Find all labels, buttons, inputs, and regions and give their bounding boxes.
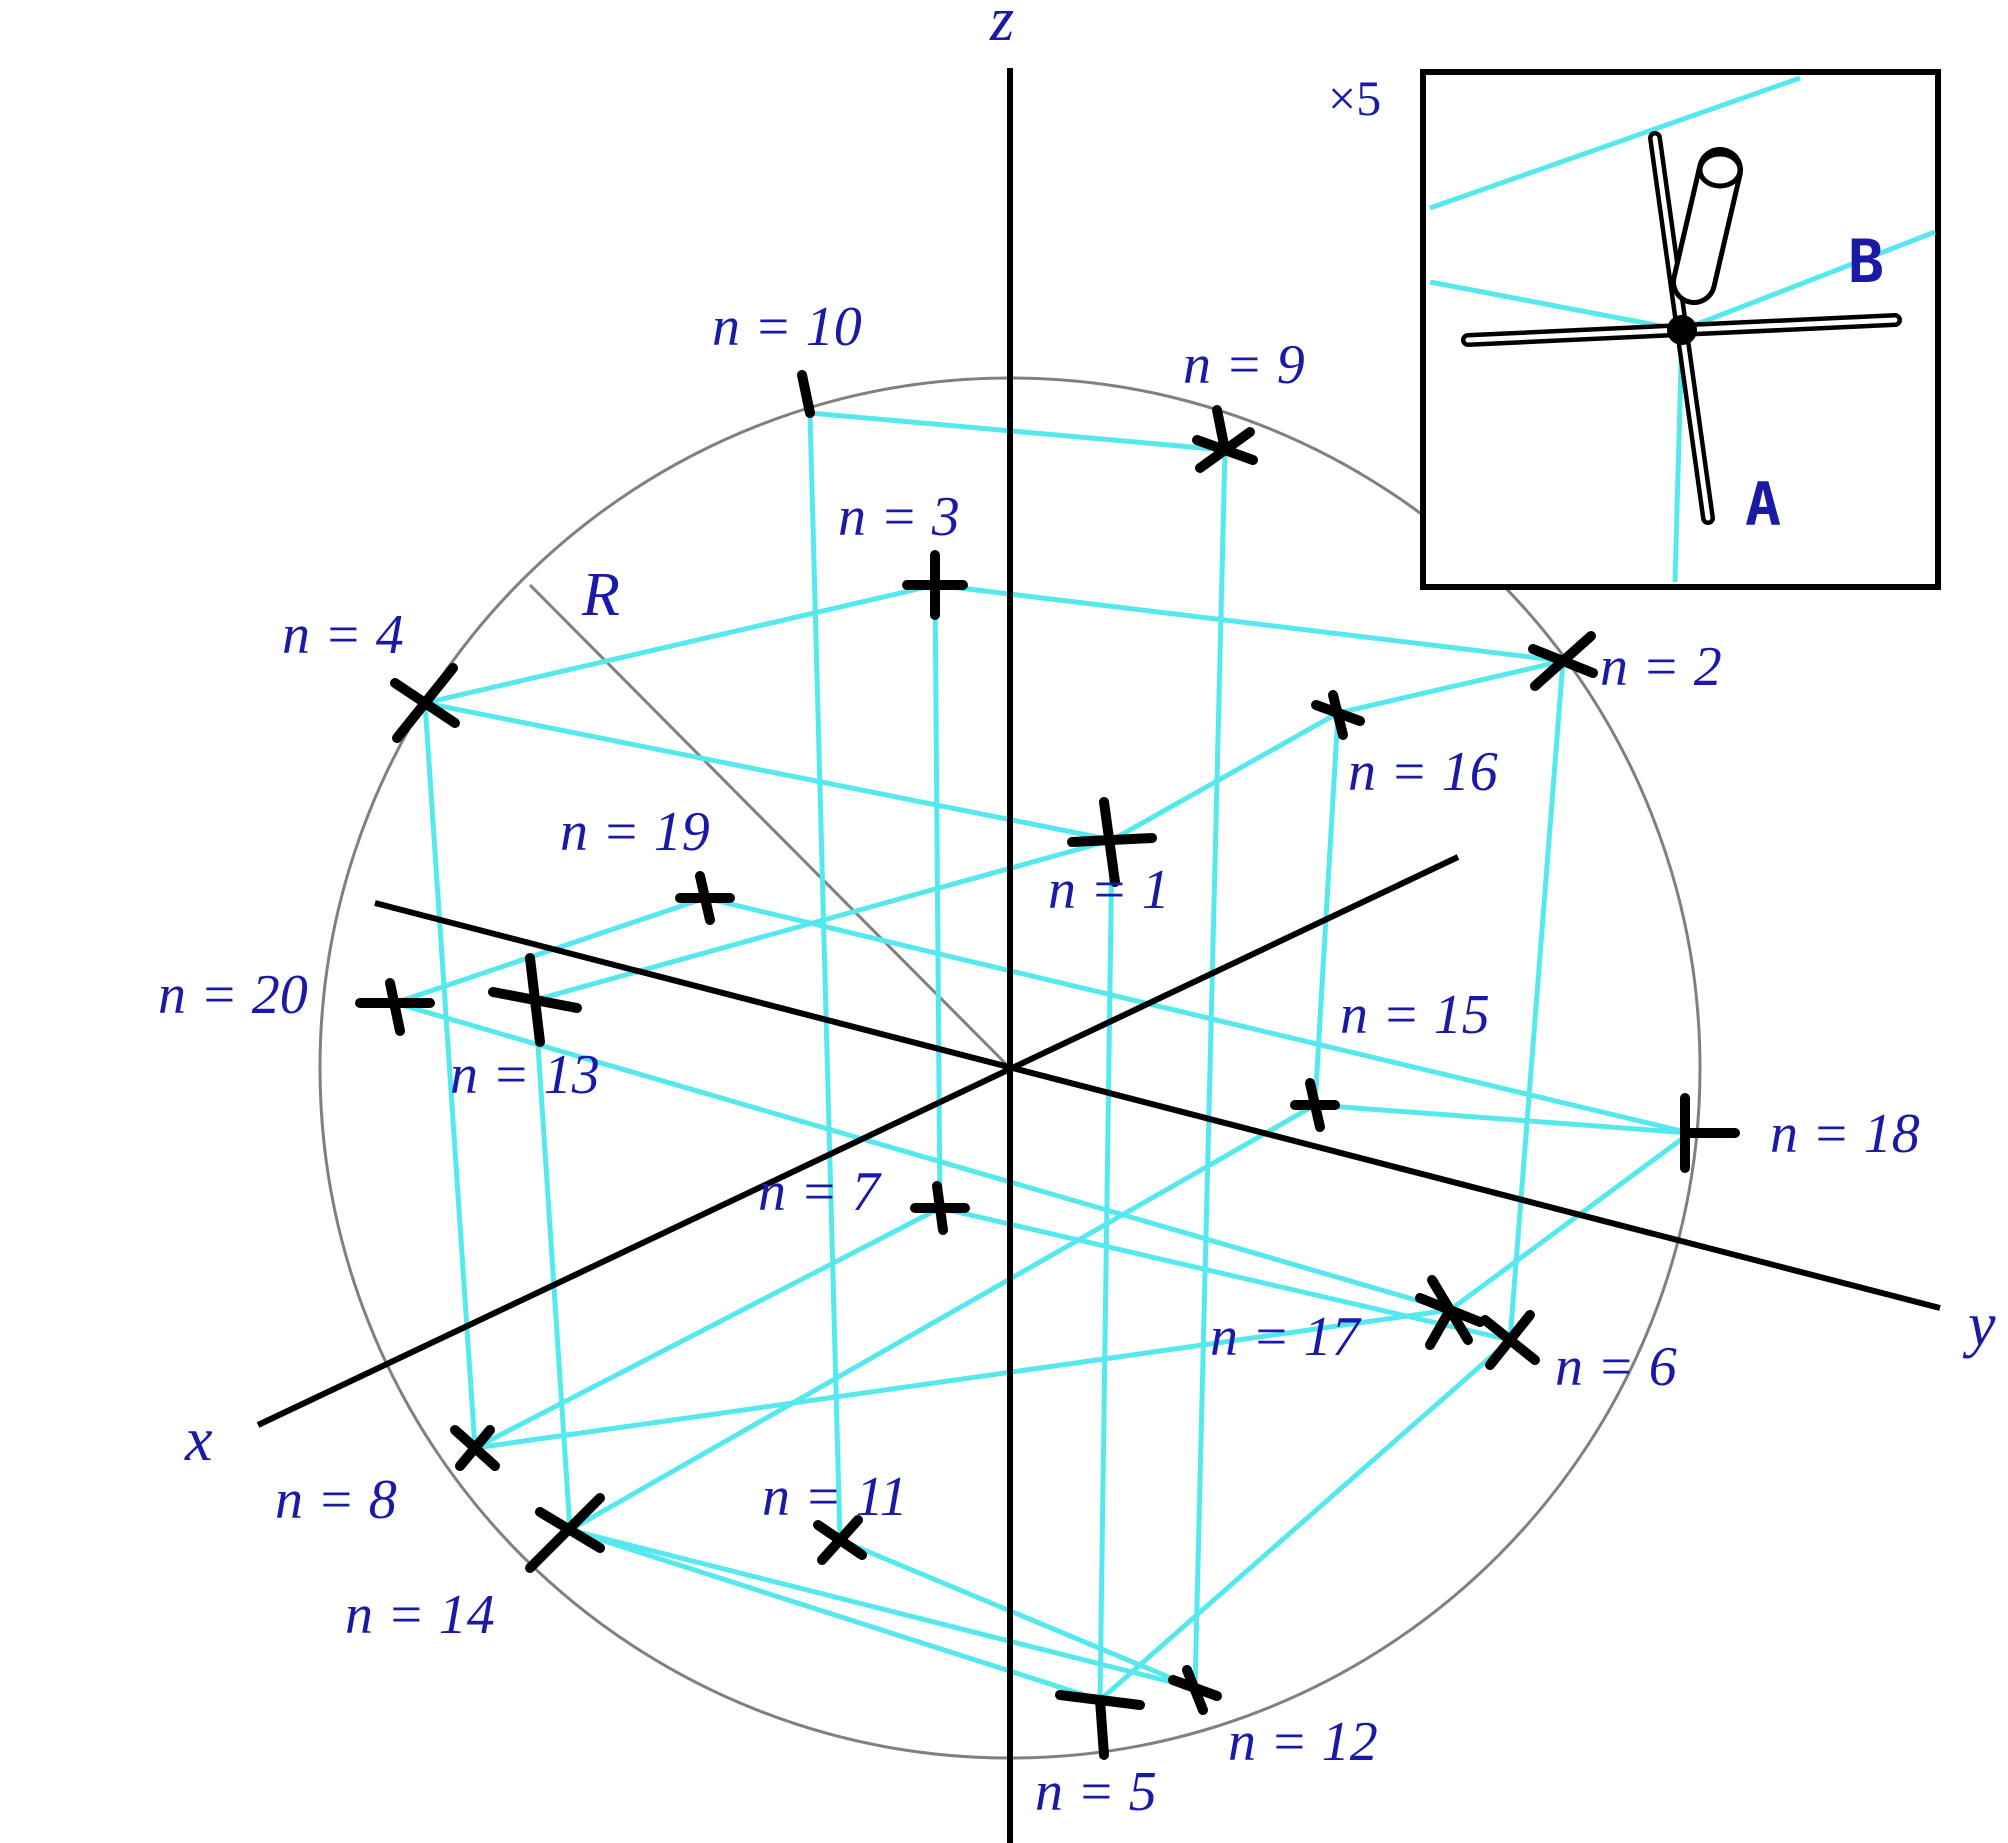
inset-edge [1429,279,1683,333]
vertex-label-n11: n = 11 [762,1466,908,1528]
vertex-marker-n15 [1305,1078,1325,1132]
edge-n1-n5 [1097,837,1115,1703]
vertex-marker-n16 [1328,690,1348,740]
edge-n5-n6 [1097,1337,1513,1703]
inset-edge [1681,229,1936,333]
inset-cylinder-top [1697,151,1743,189]
inset-label-a: A [1745,470,1781,540]
vertex-label-n19: n = 19 [560,801,710,863]
vertex-label-n3: n = 3 [838,486,960,548]
coordinate-axes [256,68,1941,1843]
vertex-labels: n = 1 n = 2 n = 3 n = 4 n = 5 n = 6 n = 7 n = 8… [158,296,1920,1823]
vertex-label-n5: n = 5 [1035,1761,1157,1823]
edge-n4-n3 [422,582,938,706]
edge-n13-n14 [532,997,573,1533]
edge-n10-n11 [807,410,843,1543]
edge-n1-n16 [1109,710,1341,843]
edge-n16-n2 [1335,658,1566,716]
vertex-marker-n11 [817,1515,863,1565]
vertex-marker-n14 [525,1493,605,1573]
vertex-marker-n17 [1425,1305,1455,1350]
vertex-label-n1: n = 1 [1048,859,1170,921]
edge-n18-n15 [1312,1102,1693,1136]
vertex-label-n7: n = 7 [758,1161,882,1223]
vertex-marker-n20 [385,978,405,1036]
edge-n8-n17 [472,1307,1453,1451]
edge-n3-n2 [932,582,1566,664]
edge-n19-n18 [702,895,1693,1136]
edge-n20-n17 [392,1000,1453,1313]
y-axis-label: y [1962,1291,1996,1359]
inset-panel: ×5 A B [1328,69,1941,590]
edge-n15-n16 [1312,710,1341,1108]
vertex-marker-n19 [695,871,715,925]
inset-center [1667,315,1697,345]
edge-n12-n14 [567,1527,1198,1691]
vertex-label-n14: n = 14 [345,1584,495,1646]
vertex-label-n13: n = 13 [450,1044,600,1106]
vertex-label-n17: n = 17 [1210,1306,1362,1368]
inset-frame [1420,69,1941,590]
vertex-marker-n13 [525,953,545,1047]
edge-n2-n6 [1507,658,1566,1343]
z-axis-label: z [989,0,1014,54]
x-axis-label: x [184,1406,213,1474]
vertex-label-n4: n = 4 [282,604,404,666]
polyhedron-edges [392,410,1693,1703]
vertex-marker-n1 [1099,797,1120,887]
edge-n7-n3 [932,582,943,1211]
inset-magnification: ×5 [1328,70,1381,126]
x-axis [256,854,1460,1428]
vertex-label-n15: n = 15 [1340,984,1490,1046]
vertex-marker-n5 [1095,1695,1109,1760]
edge-n9-n12 [1192,447,1228,1691]
radius-line [528,583,1012,1070]
vertex-marker-n12 [1182,1665,1208,1715]
inset-cylinder [1676,152,1738,300]
radius-label: R [581,561,620,629]
edge-n17-n18 [1447,1130,1693,1313]
vertex-markers [355,370,1740,1760]
vertex-label-n16: n = 16 [1348,741,1498,803]
edge-n11-n12 [837,1537,1198,1691]
inset-edge [1429,75,1801,211]
vertex-marker-n10 [797,370,815,418]
vertex-label-n2: n = 2 [1600,636,1722,698]
vertex-label-n9: n = 9 [1183,334,1305,396]
vertex-label-n18: n = 18 [1770,1103,1920,1165]
edge-n13-n1 [532,837,1115,1003]
vertex-marker-n8 [455,1425,495,1471]
edge-n6-n7 [937,1205,1513,1343]
y-axis [374,900,1941,1311]
edge-n8-n7 [472,1205,943,1451]
vertex-label-n20: n = 20 [158,964,308,1026]
vertex-marker-n9 [1212,405,1230,455]
inset-label-b: B [1848,227,1884,297]
vertex-marker-n7 [932,1181,948,1235]
vertex-marker-n6 [1485,1310,1535,1370]
vertex-marker-n4 [392,663,458,743]
vertex-marker-n2 [1530,631,1596,691]
edge-n10-n9 [807,410,1228,453]
vertex-label-n6: n = 6 [1555,1336,1677,1398]
vertex-label-n12: n = 12 [1228,1711,1378,1773]
edge-n4-n1 [422,700,1115,843]
vertex-label-n10: n = 10 [712,296,862,358]
vertex-label-n8: n = 8 [275,1469,397,1531]
inset-marker [1461,131,1902,525]
edge-n14-n15 [567,1102,1318,1533]
